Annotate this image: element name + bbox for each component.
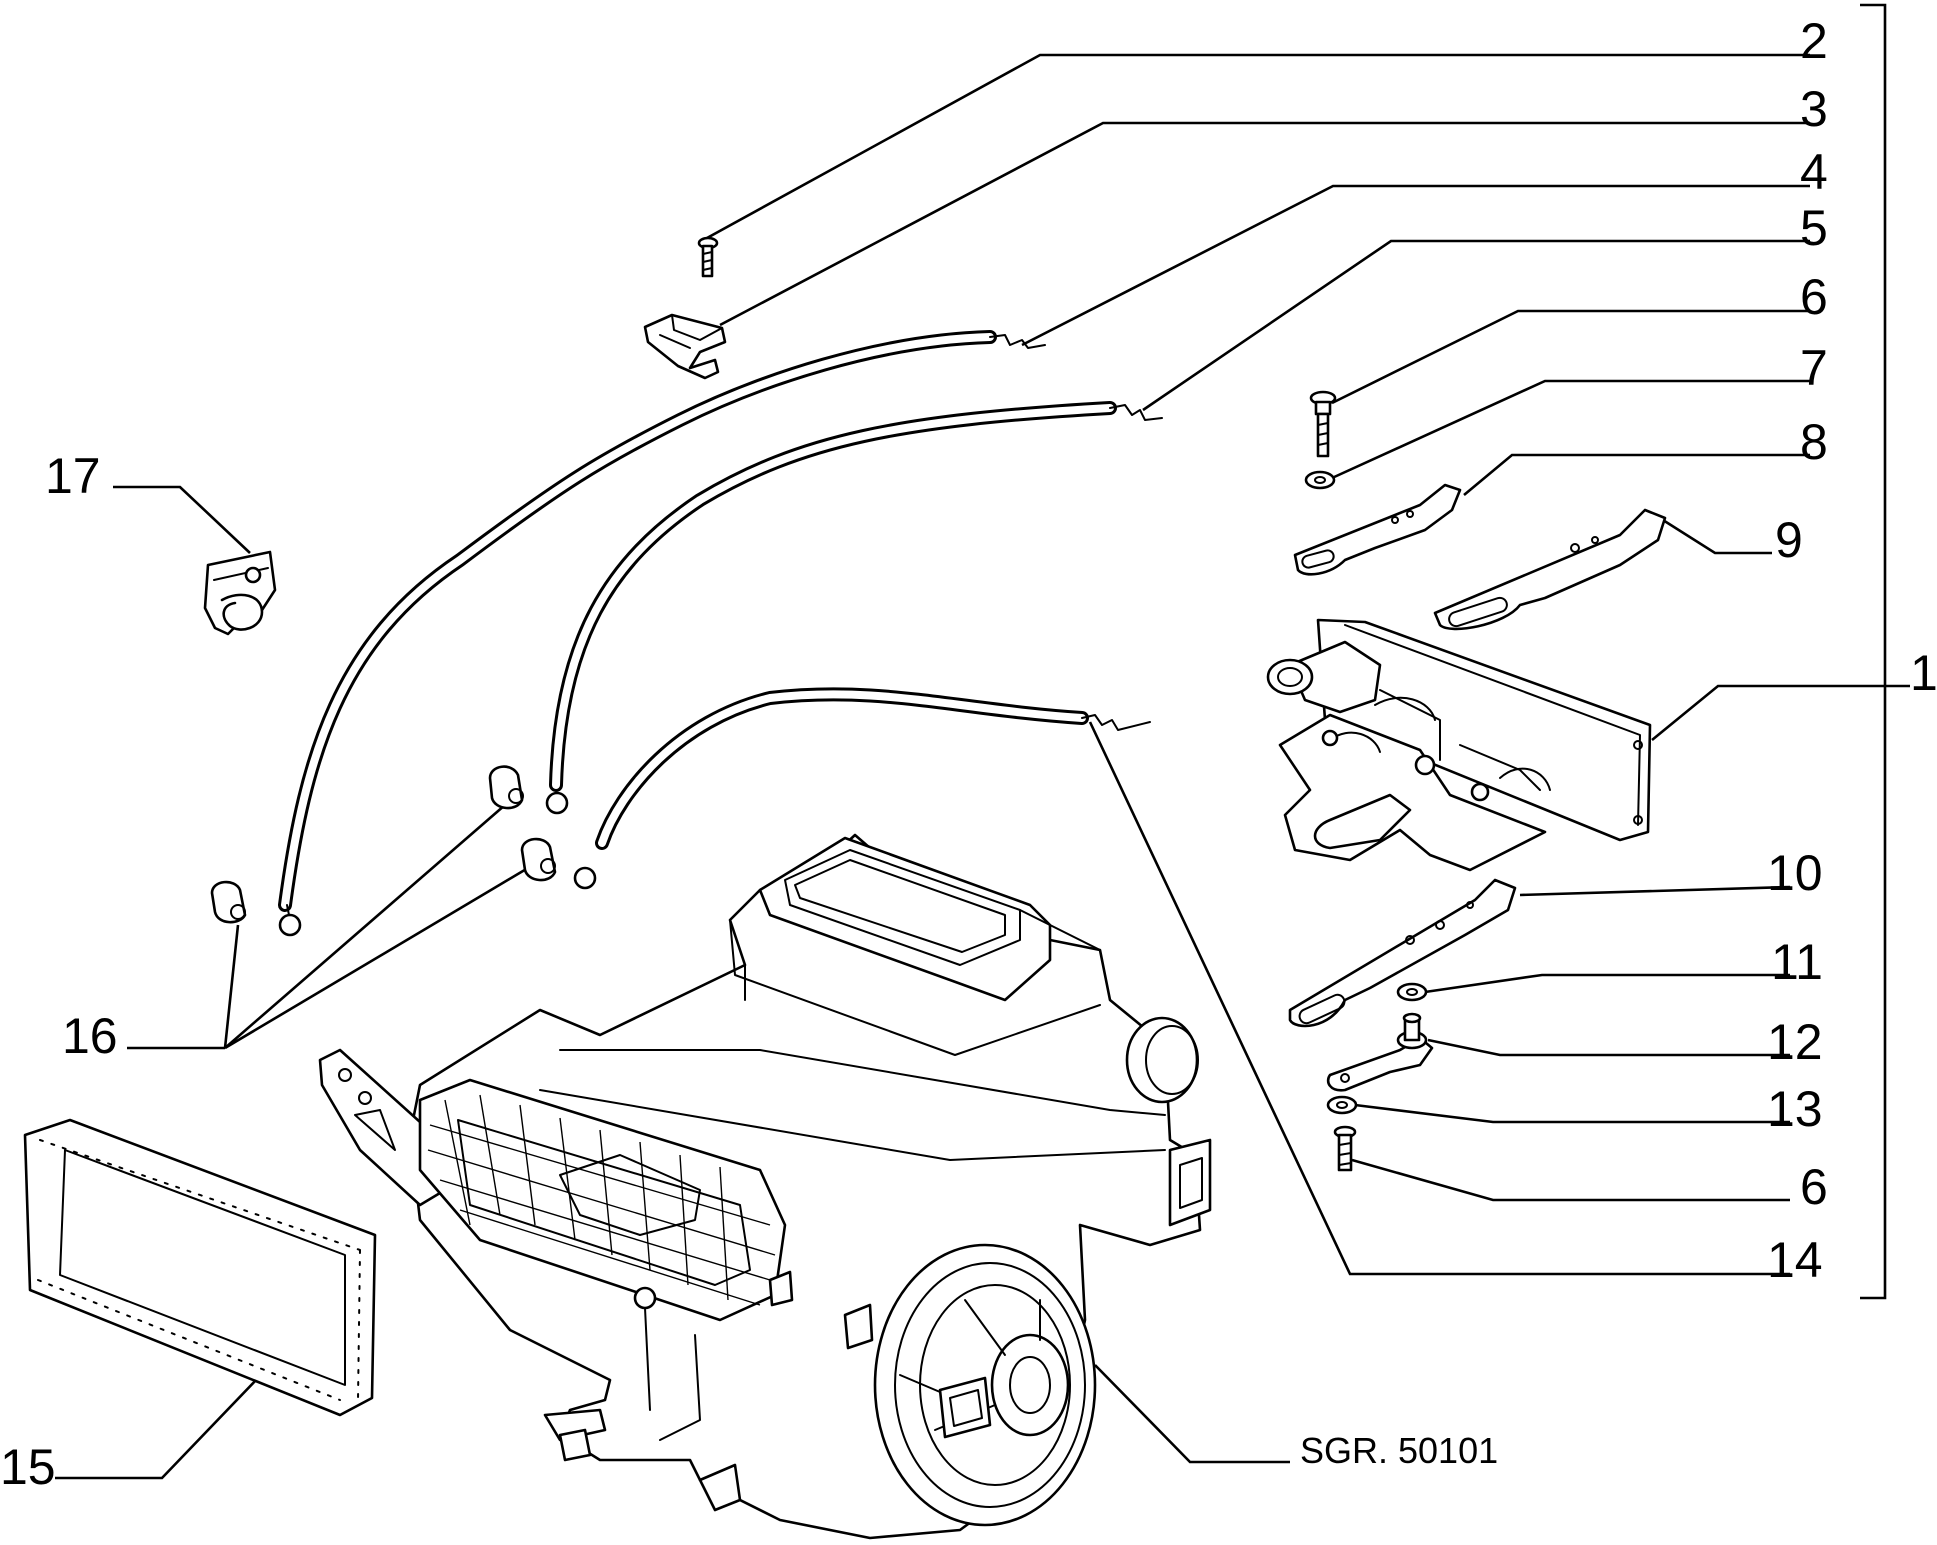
part-clip-3 (643, 313, 727, 380)
grommet-a (210, 880, 247, 924)
cable-14 (573, 687, 1151, 890)
callout-1: 1 (1910, 645, 1937, 701)
callout-13: 13 (1767, 1081, 1823, 1137)
leader-10 (1519, 885, 1791, 897)
grommet-b (488, 765, 524, 810)
reference-code: SGR. 50101 (1300, 1430, 1498, 1471)
part-lever-8 (1293, 483, 1462, 576)
leader-17 (113, 485, 251, 554)
callout-5: 5 (1800, 200, 1828, 256)
leader-3 (719, 121, 1810, 327)
part-washer-13 (1326, 1095, 1358, 1115)
callout-10: 10 (1767, 845, 1823, 901)
part-screw-6-lower (1333, 1125, 1357, 1172)
leader-12 (1427, 1038, 1790, 1057)
leader-2 (706, 53, 1810, 240)
callout-11: 11 (1771, 934, 1823, 990)
part-control-unit-1 (1266, 618, 1652, 872)
callout-15: 15 (0, 1439, 56, 1495)
callout-14: 14 (1767, 1232, 1823, 1288)
callout-4: 4 (1800, 144, 1828, 200)
leader-1 (1651, 684, 1910, 742)
part-lever-10 (1288, 878, 1517, 1028)
leader-6b (1351, 1158, 1790, 1202)
part-screw-6-upper (1309, 390, 1337, 458)
part-lever-12 (1326, 1012, 1434, 1092)
callout-9: 9 (1775, 512, 1803, 568)
leader-ref (1094, 1364, 1290, 1464)
leader-4 (1021, 184, 1810, 347)
part-washer-11 (1396, 982, 1428, 1002)
callout-8: 8 (1800, 414, 1828, 470)
cable-5 (545, 401, 1163, 815)
leader-16-a (223, 924, 240, 1049)
cable-4 (278, 330, 1046, 937)
callout-3: 3 (1800, 81, 1828, 137)
callout-12: 12 (1767, 1014, 1823, 1070)
callout-17: 17 (45, 448, 101, 504)
callout-7: 7 (1800, 340, 1828, 396)
part-washer-7 (1304, 470, 1336, 490)
grommet-c (520, 837, 557, 882)
leader-5 (1142, 239, 1810, 412)
part-screw-2 (697, 236, 719, 278)
flange-grid (427, 1094, 776, 1306)
leader-7 (1331, 379, 1810, 480)
leader-11 (1424, 973, 1790, 994)
heater-blower-assembly (318, 833, 1212, 1540)
leader-16-c (224, 866, 529, 1050)
leader-13 (1354, 1103, 1790, 1124)
part-lever-9 (1433, 508, 1667, 631)
leader-14 (1088, 721, 1790, 1276)
callout-numbers: 2 3 4 5 6 7 8 9 1 10 11 12 13 6 14 17 16… (0, 13, 1937, 1495)
leader-8 (1463, 453, 1810, 496)
callout-2: 2 (1800, 13, 1828, 69)
leader-16-b (224, 804, 506, 1049)
part-gasket-15 (23, 1118, 377, 1417)
callout-6: 6 (1800, 269, 1828, 325)
group-bracket (1860, 3, 1887, 1300)
leader-lines (55, 3, 1910, 1480)
callout-6-lower: 6 (1800, 1159, 1828, 1215)
part-grommets-16 (210, 765, 557, 924)
callout-16: 16 (62, 1008, 118, 1064)
leader-9 (1654, 513, 1772, 555)
part-bracket-17 (203, 550, 277, 636)
leader-6a (1331, 309, 1810, 405)
leader-15 (55, 1377, 259, 1480)
